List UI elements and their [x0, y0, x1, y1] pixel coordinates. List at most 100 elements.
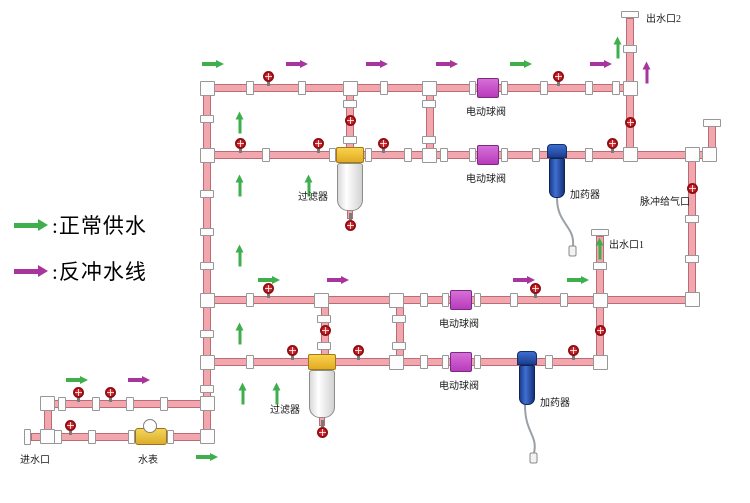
arrow-head [238, 382, 247, 390]
arrow-head [581, 275, 589, 284]
inlet-label: 进水口 [20, 455, 50, 466]
pipe-fitting [440, 148, 448, 162]
pipe-fitting [612, 81, 620, 95]
pipe-fitting [685, 147, 700, 162]
arrow-head [272, 275, 280, 284]
arrow-shaft [14, 268, 38, 274]
arrow-head [38, 264, 48, 277]
pipe-fitting [442, 355, 449, 369]
arrow-shaft [436, 62, 450, 66]
valve-handwheel [234, 137, 246, 149]
pipe-fitting [510, 293, 518, 307]
pipe-fitting [343, 100, 357, 108]
pipe-fitting [389, 355, 404, 370]
electric-ball-valve-3 [450, 290, 472, 310]
valve-stem [68, 429, 72, 435]
pipe-fitting [262, 148, 270, 162]
arrow-head [450, 59, 458, 68]
arrow-head [642, 61, 651, 69]
electric-ball-valve-4 [450, 352, 472, 372]
valve-stem [76, 396, 80, 402]
pipe-fitting [343, 136, 357, 144]
arrow-head [235, 111, 244, 119]
arrow-shaft [202, 62, 216, 66]
pipe-fitting [200, 148, 215, 163]
legend-backwash-label: :反冲水线 [52, 260, 147, 284]
valve-handwheel [552, 70, 564, 82]
pulse-air-port-label: 脉冲给气口 [640, 197, 690, 208]
pipe-fitting [54, 430, 62, 444]
valve-handwheel [377, 137, 389, 149]
pipe-fitting [246, 293, 254, 307]
arrow-head [38, 218, 48, 231]
pipe-cap [591, 229, 609, 236]
electric-ball-valve-1-label: 电动球阀 [466, 107, 506, 118]
arrow-head [235, 322, 244, 330]
electric-ball-valve-2 [477, 145, 499, 165]
arrow-head [380, 59, 388, 68]
pipe-fitting [317, 315, 331, 323]
valve-stem [290, 354, 294, 360]
arrow-shaft [238, 252, 242, 266]
flow-arrow-green [202, 59, 224, 69]
pipe-fitting [685, 255, 699, 263]
pipe-fitting [560, 293, 568, 307]
pipe-fitting [422, 81, 437, 96]
pipe-fitting [404, 148, 412, 162]
arrow-head [235, 244, 244, 252]
pipe-fitting [200, 396, 215, 411]
pipe-fitting [593, 293, 608, 308]
pipe-fitting [167, 430, 174, 444]
doser-2-label: 加药器 [540, 398, 570, 409]
pipe-fitting [545, 355, 553, 369]
flow-arrow-green [567, 275, 589, 285]
valve-handwheel [344, 219, 356, 231]
legend-normal-flow-arrow [14, 218, 48, 232]
arrow-shaft [238, 119, 242, 133]
doser-1-label: 加药器 [570, 190, 600, 201]
flow-arrow-purple [436, 59, 458, 69]
arrow-shaft [286, 62, 300, 66]
flow-arrow-green [235, 111, 245, 133]
arrow-head [595, 237, 604, 245]
electric-ball-valve-4-label: 电动球阀 [439, 381, 479, 392]
arrow-head [210, 452, 218, 461]
pipe-fitting [92, 397, 100, 411]
pipe-fitting [474, 293, 481, 307]
arrow-shaft [258, 278, 272, 282]
pipe-fitting [40, 396, 55, 411]
valve-stem [348, 213, 352, 220]
arrow-shaft [590, 62, 604, 66]
arrow-shaft [598, 245, 602, 259]
valve-handwheel [286, 344, 298, 356]
valve-handwheel [529, 282, 541, 294]
pipe-fitting [314, 293, 329, 308]
valve-handwheel [567, 344, 579, 356]
pipe-cap [24, 429, 31, 445]
arrow-shaft [510, 62, 524, 66]
pipe-fitting [200, 228, 214, 236]
flow-arrow-green [235, 174, 245, 196]
water-meter-dial [143, 419, 157, 433]
arrow-shaft [513, 278, 527, 282]
valve-handwheel [262, 282, 274, 294]
pipe-fitting [474, 355, 481, 369]
pipe-fitting [200, 385, 214, 393]
pipe-fitting [200, 330, 214, 338]
arrow-shaft [366, 62, 380, 66]
valve-stem [108, 396, 112, 402]
pipe-fitting [702, 147, 717, 162]
doser-1-body [549, 158, 565, 198]
arrow-head [235, 174, 244, 182]
arrow-shaft [238, 182, 242, 196]
pipe-fitting [685, 215, 699, 223]
flow-arrow-purple [642, 61, 652, 83]
pipe-fitting [329, 148, 336, 162]
valve-handwheel [594, 324, 606, 336]
valve-handwheel [64, 419, 76, 431]
doser-2-body [519, 365, 535, 405]
valve-handwheel [104, 386, 116, 398]
pipe-fitting [685, 292, 700, 307]
flow-arrow-green [196, 452, 218, 462]
